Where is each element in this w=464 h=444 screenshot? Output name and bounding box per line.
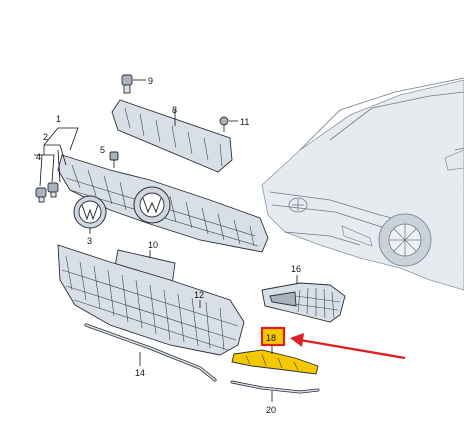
part-4-clips <box>35 182 59 203</box>
grille-emblem-icon <box>133 186 171 224</box>
part-9-clip <box>121 74 146 94</box>
part-16-corner-grille <box>261 275 346 323</box>
callout-8: 8 <box>172 105 177 115</box>
callout-12: 12 <box>194 290 204 300</box>
callout-18-highlight-box <box>260 326 286 347</box>
part-11-screw <box>219 116 238 132</box>
callout-4: 4 <box>36 152 41 162</box>
callout-1: 1 <box>56 114 61 124</box>
part-18-highlighted-trim <box>231 345 319 375</box>
callout-3: 3 <box>87 236 92 246</box>
part-3-emblem-icon <box>73 195 107 234</box>
callout-2: 2 <box>43 132 48 142</box>
part-5-screw <box>109 151 119 168</box>
callout-18: 18 <box>266 333 276 343</box>
callout-9: 9 <box>148 76 153 86</box>
vehicle-illustration <box>261 77 464 291</box>
part-14-trim-strip <box>84 323 217 382</box>
callout-11: 11 <box>240 117 249 127</box>
part-8-cover-strip <box>111 99 233 173</box>
callout-14: 14 <box>135 368 145 378</box>
pointer-arrow-icon <box>290 333 406 360</box>
part-20-lower-strip <box>230 380 320 402</box>
part-12-lower-grille <box>57 244 245 356</box>
callout-10: 10 <box>148 240 158 250</box>
callout-tree-1-2-4 <box>34 127 79 187</box>
callout-16: 16 <box>291 264 301 274</box>
callout-20: 20 <box>266 405 276 415</box>
callout-5: 5 <box>100 145 105 155</box>
